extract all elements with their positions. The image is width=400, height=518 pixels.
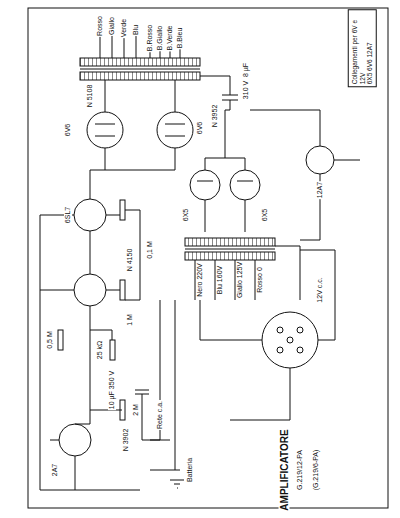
output-stage-wiring (95, 80, 185, 170)
tube-2a7 (59, 424, 91, 456)
component-label: 10 µF 350 V (108, 370, 116, 410)
battery-symbol (170, 480, 184, 488)
power-transformer-winding (185, 252, 275, 260)
component-wiring (90, 210, 140, 410)
power-transformer-winding (185, 238, 275, 246)
transformer-secondary (80, 58, 200, 66)
tube-6x5 (190, 170, 220, 200)
resistor-symbol (58, 330, 63, 350)
component-label: (G.219/6-PA) (312, 449, 320, 492)
right-wiring (250, 110, 360, 240)
transformer-primary (80, 72, 200, 80)
component-label: Giallo 125V (236, 261, 244, 299)
diagram-title: AMPLIFICATORE (279, 428, 290, 511)
vibrator-symbol (262, 312, 318, 368)
supply-leads (150, 300, 180, 470)
rectifier-wiring (197, 110, 253, 232)
component-label: B.Giallo (156, 25, 164, 52)
vibrator-wiring (200, 250, 335, 420)
table-text: 6X5 6V6 12A7 (366, 12, 374, 84)
component-label: 1 M (126, 313, 134, 327)
component-label: 0,1 M (146, 240, 154, 260)
component-label: B.Verde (166, 25, 174, 52)
transformer-core (185, 249, 275, 250)
component-label: N 5108 (86, 84, 94, 109)
component-label: 12A7 (316, 181, 324, 199)
resistor-symbol (120, 280, 125, 300)
page-frame (28, 8, 388, 508)
component-label: B.Rosso (146, 24, 154, 52)
component-label: 6V6 (196, 121, 204, 135)
component-label: 8 µF (242, 62, 250, 78)
component-label: 6X5 (261, 208, 269, 222)
tube-6sl7 (74, 274, 106, 306)
component-label: Verde (120, 18, 128, 38)
filter-capacitor (200, 76, 238, 110)
resistor-symbol (120, 200, 125, 220)
component-label: 2 M (132, 403, 140, 417)
component-label: 6SL7 (64, 206, 72, 224)
component-label: Rete c.a. (156, 400, 164, 430)
component-label: 6V6 (64, 123, 72, 137)
tube-6v6 (87, 112, 123, 148)
tube-12a7 (306, 146, 334, 174)
connection-table: Collegamenti per 6V e 12V6X5 6V6 12A7 (348, 9, 377, 87)
component-label: 25 kΩ (96, 340, 104, 360)
component-label: 6X5 (182, 208, 190, 222)
potentiometer-symbol (110, 340, 115, 360)
component-label: B.Bleu (176, 27, 184, 50)
component-label: Nero 220V (196, 262, 204, 297)
component-label: Rosso (96, 15, 104, 37)
power-wiring (195, 246, 300, 300)
component-label: Rosso 0 (256, 266, 264, 294)
component-label: Blu (132, 24, 140, 36)
transformer-core (80, 69, 200, 70)
component-label: Blu 160V (216, 265, 224, 295)
component-label: 0,5 M (46, 330, 54, 350)
component-label: N 3952 (211, 104, 219, 129)
component-label: Batteria (186, 457, 194, 483)
component-label: Giallo (108, 16, 116, 36)
input-wiring (40, 170, 140, 490)
tube-6v6 (157, 112, 193, 148)
component-label: G.219/12-PA (296, 449, 304, 491)
table-text: Collegamenti per 6V e 12V (351, 12, 366, 84)
component-label: 12V c.c. (316, 276, 324, 303)
tube-6sl7 (74, 199, 106, 231)
component-label: N 3902 (122, 428, 130, 453)
component-label: N 4150 (126, 248, 134, 273)
component-label: 310 V (242, 80, 250, 100)
component-label: 2A7 (51, 463, 59, 477)
tube-6x5 (230, 170, 260, 200)
